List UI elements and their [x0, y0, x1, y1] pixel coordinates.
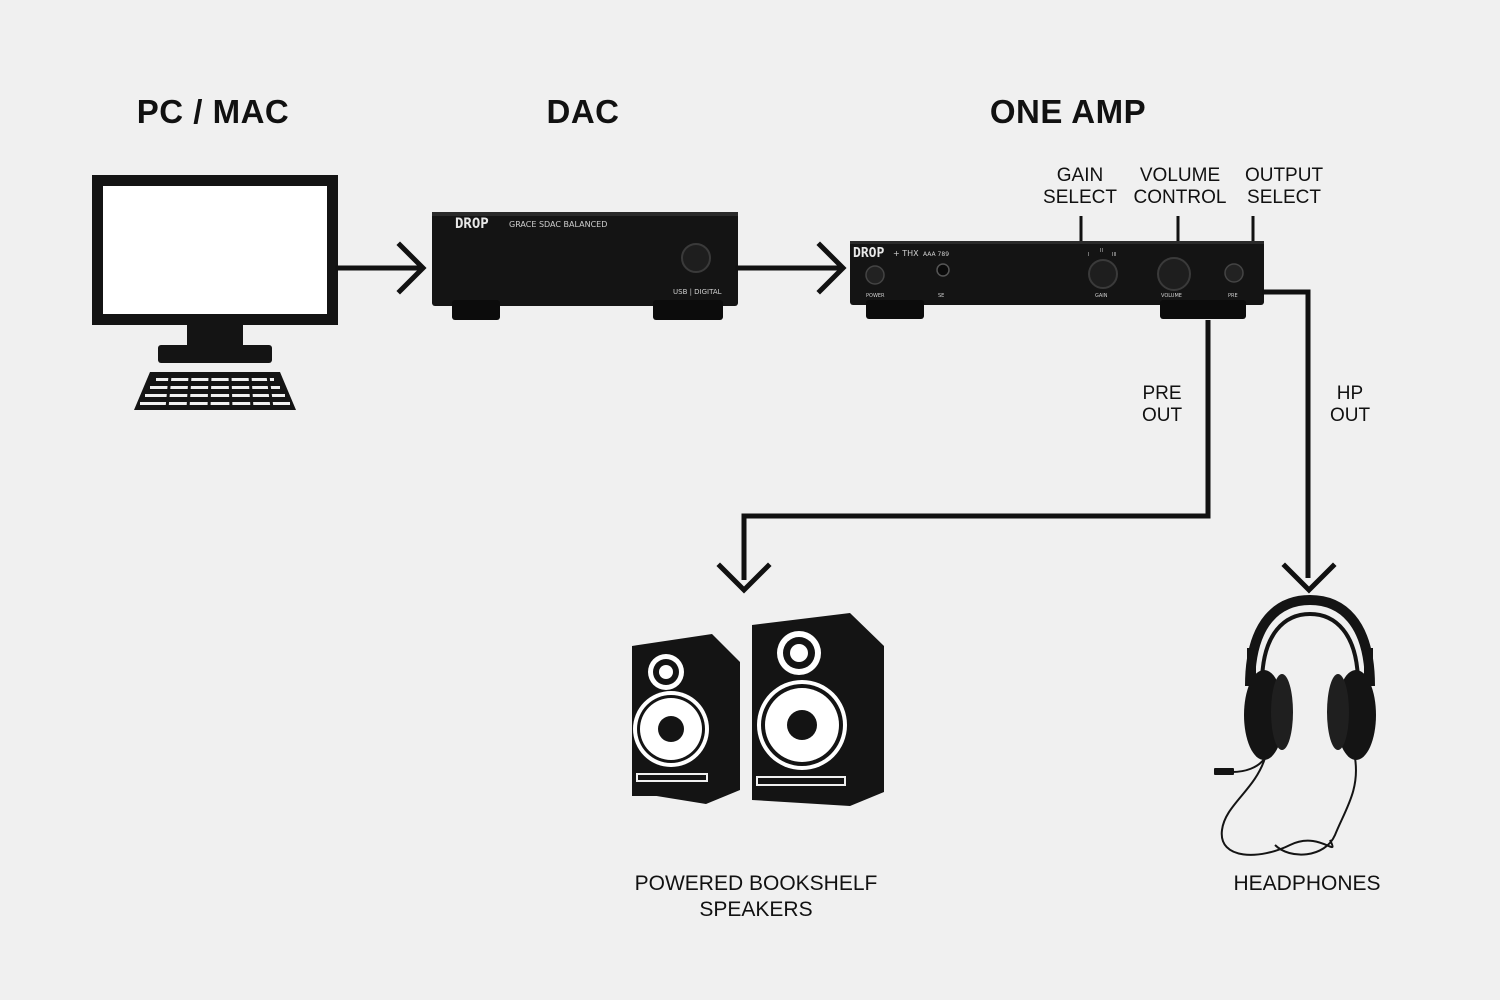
- hp-out-line: [1262, 289, 1337, 594]
- heading-pc-mac: PC / MAC: [136, 93, 290, 130]
- headphones-icon: [1214, 594, 1376, 856]
- amp-gain-knob: [1088, 259, 1118, 289]
- amp-gain-pos-1: I: [1088, 252, 1089, 258]
- amp-partner: + THX: [893, 249, 919, 258]
- arrow-pc-to-dac: [335, 241, 427, 295]
- caption-speakers: POWERED BOOKSHELF SPEAKERS: [634, 872, 878, 921]
- amp-pre-label: PRE: [1228, 293, 1238, 299]
- dac-brand: DROP: [455, 216, 489, 232]
- amp-se-jack: [936, 263, 950, 277]
- pre-out-line: [716, 320, 1211, 594]
- amp-gain-pos-2: II: [1100, 248, 1103, 254]
- dac-model: GRACE SDAC BALANCED: [509, 220, 607, 229]
- dac-inputs: USB | DIGITAL: [673, 288, 722, 296]
- label-gain-select: GAIN SELECT: [1043, 165, 1117, 208]
- amp-model: AAA 789: [923, 251, 949, 258]
- amp-volume-label: VOLUME: [1161, 293, 1182, 299]
- headphone-plug: [1214, 768, 1234, 775]
- amp-se-label: SE: [938, 293, 944, 299]
- control-pointers: [1079, 216, 1255, 241]
- computer-icon: [92, 175, 338, 410]
- amp-brand: DROP: [853, 246, 884, 261]
- label-pre-out: PRE OUT: [1141, 383, 1183, 426]
- label-volume-control: VOLUME CONTROL: [1133, 165, 1227, 208]
- heading-one-amp: ONE AMP: [989, 93, 1147, 130]
- amp-power-label: POWER: [866, 293, 885, 299]
- amp-volume-knob: [1157, 257, 1191, 291]
- heading-dac: DAC: [546, 93, 620, 130]
- amp-power-button: [865, 265, 885, 285]
- amp-gain-pos-3: III: [1112, 252, 1116, 258]
- speakers-icon: [632, 613, 884, 806]
- arrow-dac-to-amp: [735, 241, 847, 295]
- monitor-screen: [103, 186, 327, 314]
- keyboard: [134, 372, 296, 410]
- dac-volume-knob: [681, 243, 711, 273]
- amp-pre-button: [1224, 263, 1244, 283]
- dac-device: DROP GRACE SDAC BALANCED USB | DIGITAL: [432, 212, 738, 320]
- label-hp-out: HP OUT: [1329, 383, 1371, 426]
- amp-gain-label: GAIN: [1095, 293, 1108, 299]
- amp-device: DROP + THX AAA 789 POWER SE GAIN VOLUME …: [850, 241, 1264, 319]
- label-output-select: OUTPUT SELECT: [1244, 165, 1324, 208]
- caption-headphones: HEADPHONES: [1233, 872, 1381, 895]
